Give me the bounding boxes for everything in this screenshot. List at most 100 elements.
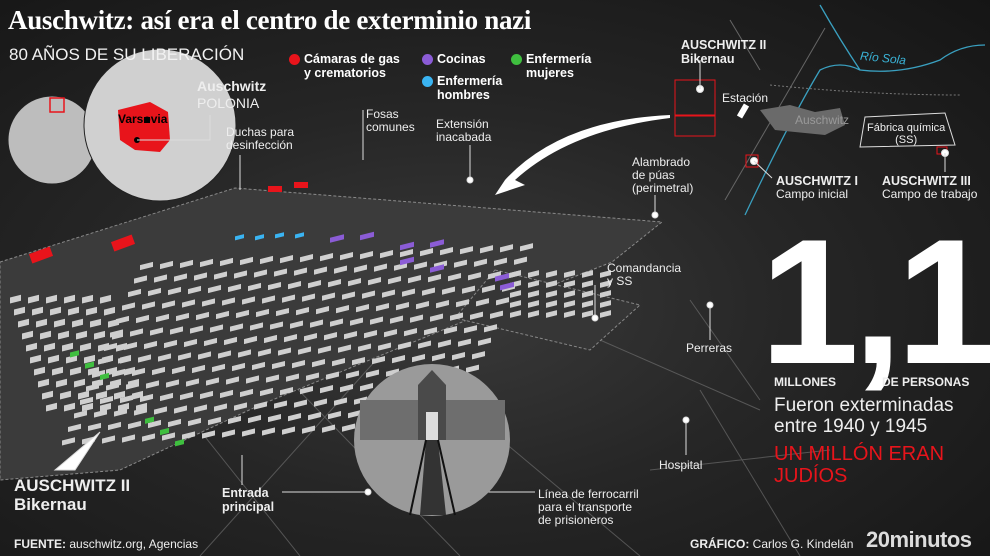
barrack	[104, 306, 115, 316]
barrack	[420, 248, 433, 257]
barrack	[300, 385, 313, 395]
barrack	[270, 321, 283, 330]
barrack	[376, 303, 389, 312]
barrack	[34, 366, 45, 376]
barrack	[172, 365, 185, 375]
crematorium-building	[110, 234, 136, 252]
barrack	[422, 287, 435, 296]
barrack	[212, 363, 225, 373]
barrack	[600, 300, 611, 308]
barrack	[216, 310, 229, 320]
barrack	[462, 285, 475, 294]
barrack	[546, 280, 557, 288]
barrack	[68, 306, 79, 316]
barrack	[480, 245, 493, 254]
barrack	[140, 393, 153, 403]
barrack	[204, 337, 217, 347]
barrack	[120, 394, 133, 404]
legend-label: mujeres	[526, 66, 574, 80]
barrack	[108, 421, 121, 431]
legend-label: Cámaras de gas	[304, 52, 400, 66]
map-fabrica: Fábrica química(SS)	[867, 122, 946, 146]
women-infirmary-building	[100, 372, 109, 381]
barrack	[232, 362, 245, 372]
barrack	[600, 270, 611, 278]
barrack	[392, 355, 405, 364]
globe-icon	[7, 95, 97, 185]
barrack	[144, 340, 157, 350]
barrack	[386, 368, 399, 377]
kitchen-building	[430, 264, 444, 273]
barrack	[186, 378, 199, 387]
barrack	[290, 320, 303, 329]
legend-item-kitchens: Cocinas	[437, 52, 486, 66]
stat-number: 1,1	[760, 202, 990, 401]
barrack	[288, 412, 301, 422]
stat-unit1: MILLONES	[774, 375, 836, 389]
barrack	[304, 332, 317, 342]
barrack	[284, 333, 297, 343]
barrack	[368, 277, 381, 286]
barrack	[92, 378, 103, 388]
barrack	[114, 408, 127, 417]
barrack	[272, 360, 285, 370]
barrack	[276, 307, 289, 317]
barrack	[306, 372, 319, 381]
barrack	[428, 274, 441, 283]
barrack	[142, 433, 155, 442]
barrack	[148, 419, 161, 429]
kitchen-building	[430, 239, 444, 248]
barrack	[444, 326, 457, 335]
barrack	[402, 288, 415, 297]
barrack	[198, 351, 211, 360]
crematorium-building	[294, 182, 308, 188]
barrack	[228, 283, 241, 293]
barrack	[360, 251, 373, 260]
barrack	[116, 315, 129, 325]
barrack	[340, 383, 353, 393]
barrack	[210, 324, 223, 333]
barrack	[404, 328, 417, 337]
women-infirmary-building	[145, 416, 154, 424]
barrack	[348, 409, 361, 419]
barrack	[454, 259, 467, 268]
barrack	[344, 330, 357, 340]
barrack	[564, 300, 575, 308]
legend-label: Enfermería	[526, 52, 592, 66]
barrack	[384, 329, 397, 338]
barrack	[374, 263, 387, 272]
barrack	[254, 269, 267, 278]
barrack	[360, 383, 373, 392]
barrack	[64, 294, 75, 304]
barrack	[262, 295, 275, 304]
barrack	[28, 294, 39, 304]
barrack	[260, 387, 273, 397]
barrack	[160, 260, 173, 270]
map-estacion: Estación	[722, 91, 769, 105]
barrack	[324, 331, 337, 341]
barrack	[302, 293, 315, 302]
women-infirmary-building	[175, 439, 184, 447]
barrack	[202, 298, 215, 307]
barrack	[194, 404, 207, 413]
barrack	[38, 378, 49, 388]
barrack	[564, 280, 575, 288]
barrack	[274, 268, 287, 277]
barrack	[410, 314, 423, 323]
barrack	[208, 416, 221, 426]
barrack	[494, 257, 507, 266]
barrack	[456, 299, 469, 308]
barrack	[546, 300, 557, 308]
barrack	[70, 366, 81, 376]
barrack	[132, 367, 145, 377]
barrack	[50, 306, 61, 316]
barrack	[292, 359, 305, 369]
barrack	[470, 311, 483, 320]
subtitle: 80 AÑOS DE SU LIBERACIÓN	[9, 45, 245, 64]
